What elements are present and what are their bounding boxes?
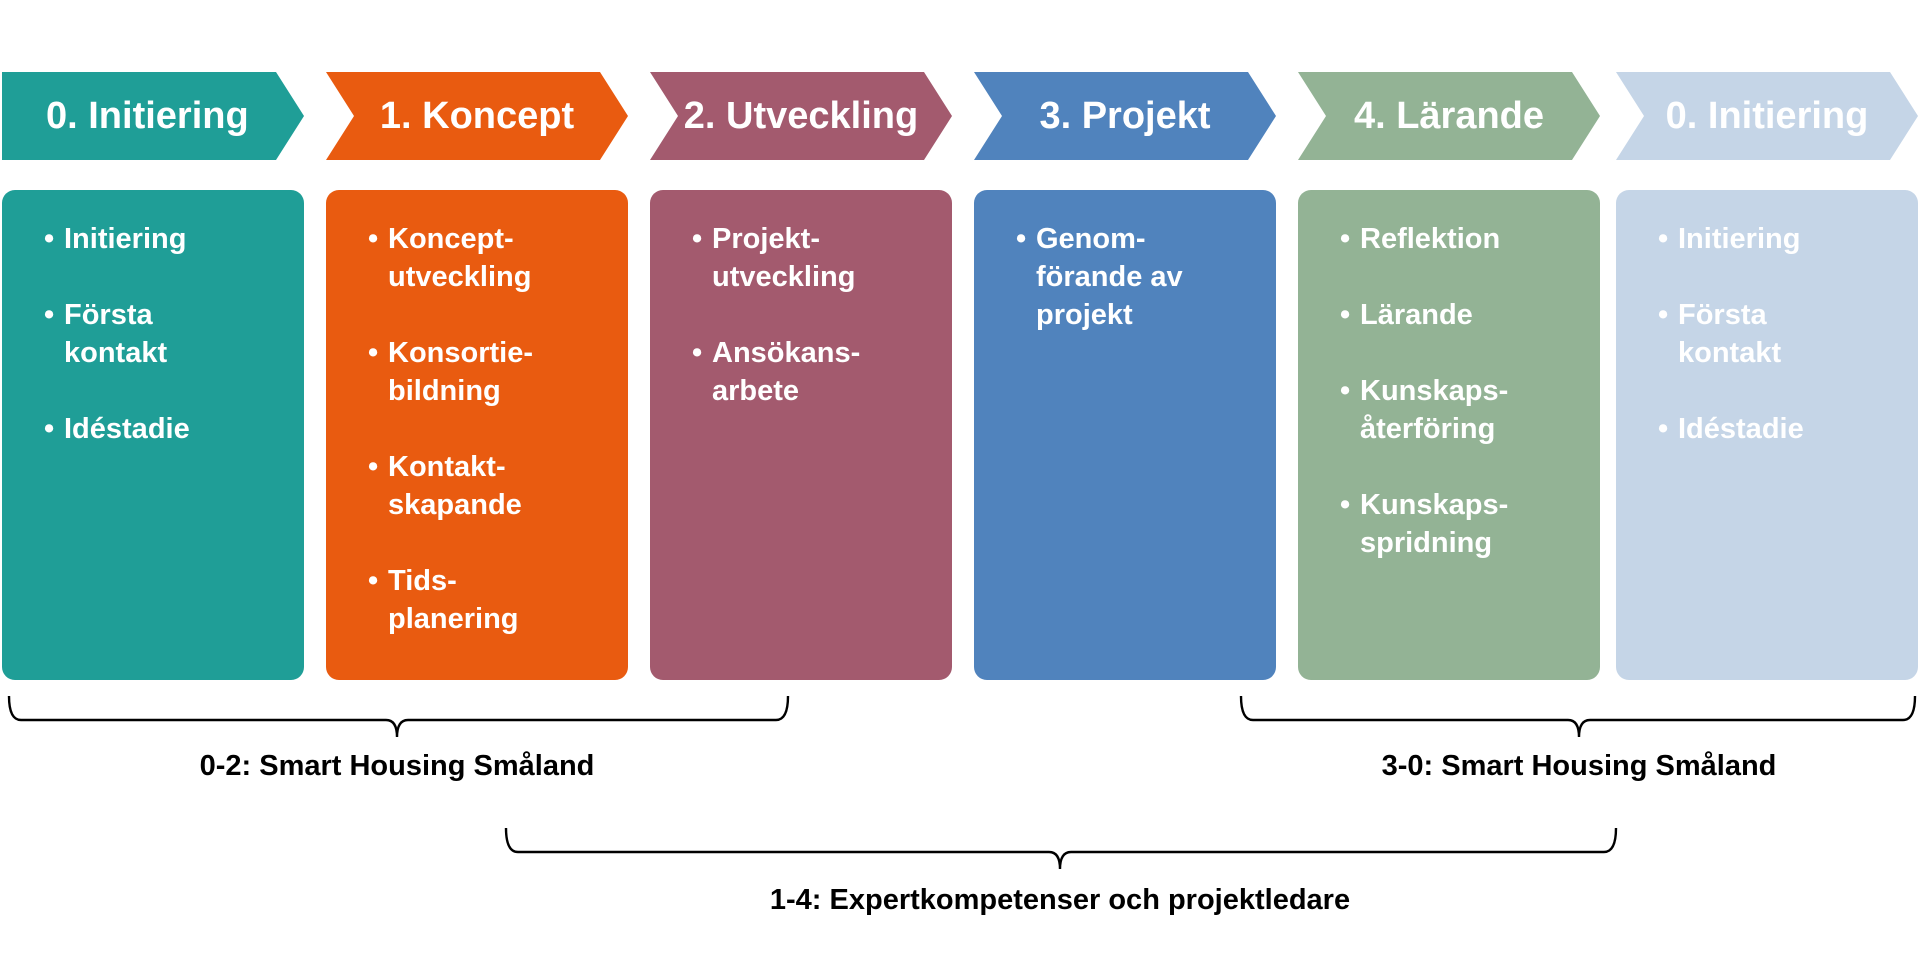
bracket-label-1-4: 1-4: Expertkompetenser och projektledare [769,884,1351,916]
chevron-shape [974,72,1276,160]
phase-item: Tids- planering [368,562,618,638]
phase-item: Reflektion [1340,220,1590,258]
phase-items: Koncept- utveckling Konsortie- bildning … [368,220,618,638]
phase-item: Genom- förande av projekt [1016,220,1266,334]
chevron-shape [2,72,304,160]
phase-item: Första kontakt [44,296,294,372]
phase-1-chevron: 1. Koncept [326,72,628,160]
phase-title: 0. Initiering [1665,94,1869,137]
phase-title: 0. Initiering [46,94,249,137]
phase-items: Initiering Första kontakt Idéstadie [44,220,294,448]
phase-5-chevron: 0. Initiering [1616,72,1918,160]
phase-5-card: Initiering Första kontakt Idéstadie [1616,190,1918,680]
phase-item: Initiering [44,220,294,258]
phase-title: 3. Projekt [1039,94,1211,137]
phase-title: 2. Utveckling [683,94,919,137]
chevron-polygon [326,72,628,160]
phase-item: Initiering [1658,220,1908,258]
phase-item: Koncept- utveckling [368,220,618,296]
phase-1-card: Koncept- utveckling Konsortie- bildning … [326,190,628,680]
phase-4-card: Reflektion Lärande Kunskaps- återföring … [1298,190,1600,680]
bracket-0-2 [7,695,790,738]
phase-2-chevron: 2. Utveckling [650,72,952,160]
phase-2-card: Projekt- utveckling Ansökans- arbete [650,190,952,680]
phase-item: Kontakt- skapande [368,448,618,524]
chevron-shape [650,72,952,160]
phase-items: Reflektion Lärande Kunskaps- återföring … [1340,220,1590,562]
bracket-3-0 [1239,695,1917,738]
phase-items: Projekt- utveckling Ansökans- arbete [692,220,942,410]
bracket-path [504,827,1618,870]
chevron-shape [1616,72,1918,160]
phase-item: Idéstadie [44,410,294,448]
chevron-polygon [1298,72,1600,160]
bracket-label-0-2: 0-2: Smart Housing Småland [199,750,595,782]
bracket-1-4 [504,827,1618,870]
phase-item: Första kontakt [1658,296,1908,372]
phase-item: Lärande [1340,296,1590,334]
chevron-shape [1298,72,1600,160]
chevron-polygon [1616,72,1918,160]
phase-item: Kunskaps- spridning [1340,486,1590,562]
bracket-path [1239,695,1917,738]
chevron-shape [326,72,628,160]
phase-0-chevron: 0. Initiering [2,72,304,160]
phase-3-card: Genom- förande av projekt [974,190,1276,680]
phase-items: Initiering Första kontakt Idéstadie [1658,220,1908,448]
chevron-polygon [650,72,952,160]
phase-title: 1. Koncept [379,94,575,137]
phase-item: Projekt- utveckling [692,220,942,296]
phase-3-chevron: 3. Projekt [974,72,1276,160]
phase-item: Idéstadie [1658,410,1908,448]
chevron-polygon [974,72,1276,160]
phase-4-chevron: 4. Lärande [1298,72,1600,160]
phase-item: Kunskaps- återföring [1340,372,1590,448]
phase-item: Ansökans- arbete [692,334,942,410]
chevron-polygon [2,72,304,160]
phase-0-card: Initiering Första kontakt Idéstadie [2,190,304,680]
bracket-path [7,695,790,738]
phase-items: Genom- förande av projekt [1016,220,1266,334]
bracket-label-3-0: 3-0: Smart Housing Småland [1381,750,1777,782]
phase-title: 4. Lärande [1353,94,1545,137]
phase-item: Konsortie- bildning [368,334,618,410]
